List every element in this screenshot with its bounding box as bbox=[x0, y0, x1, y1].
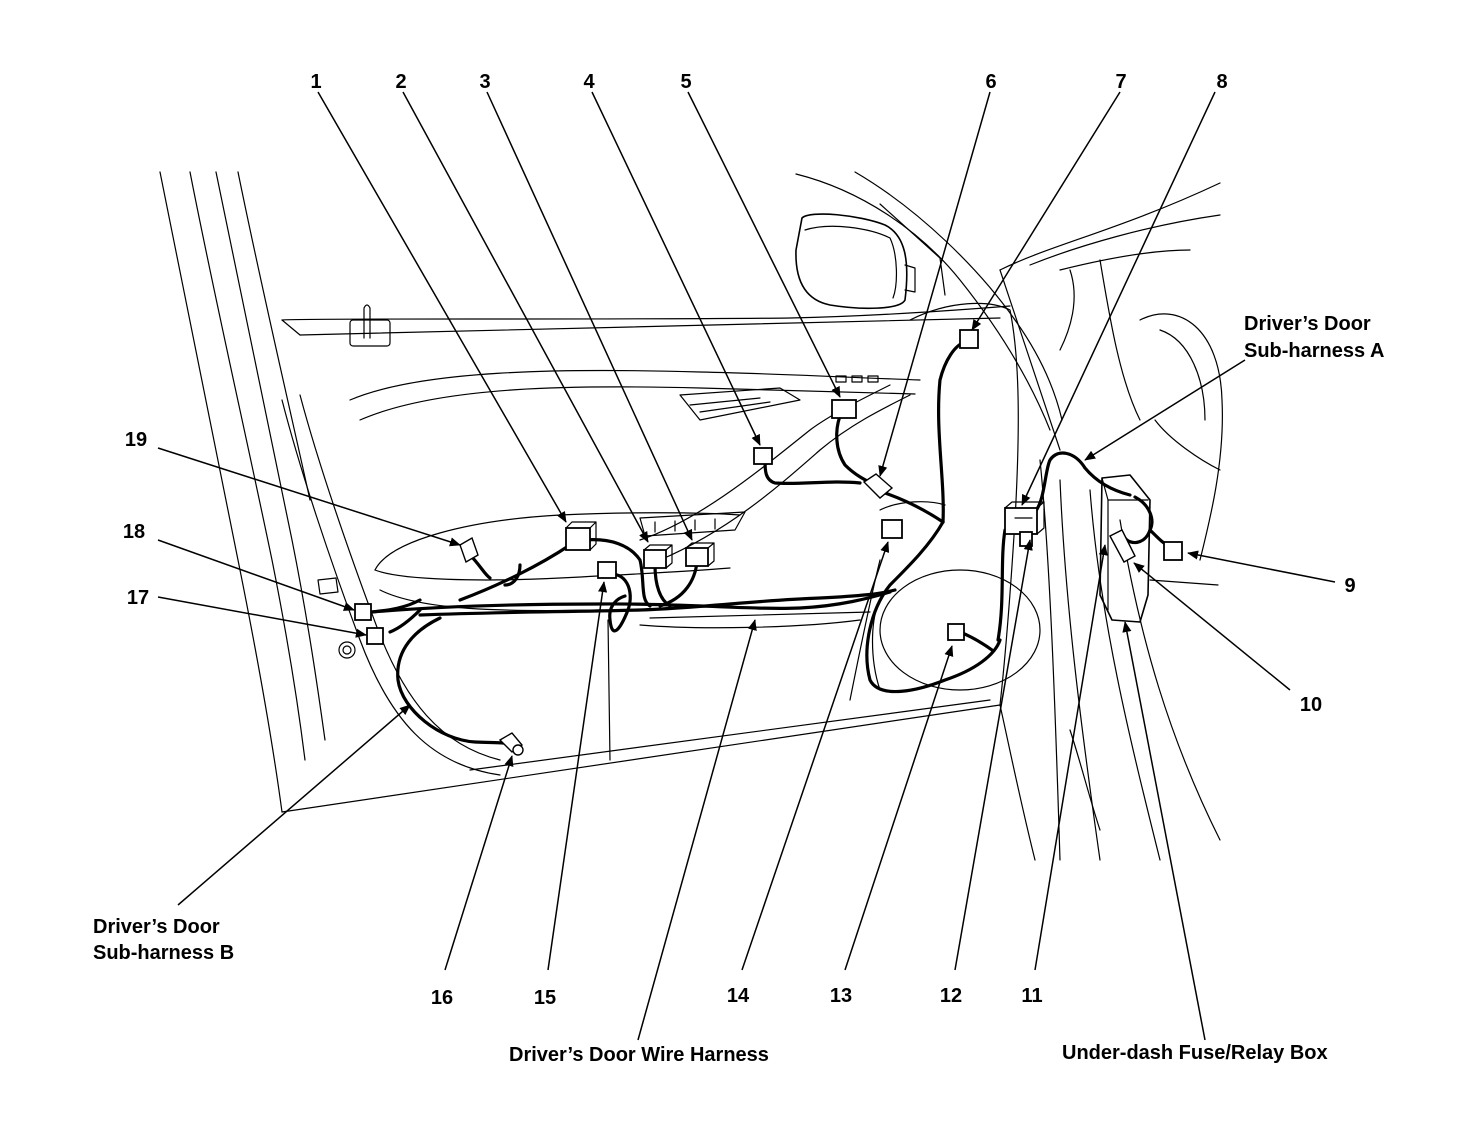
sub-harness-b-label-line1: Driver’s Door bbox=[93, 916, 220, 938]
leader-11 bbox=[1034, 544, 1108, 971]
callout-18: 18 bbox=[123, 521, 145, 543]
callout-12: 12 bbox=[940, 985, 962, 1007]
callout-2: 2 bbox=[395, 71, 406, 93]
leader-fuse-box bbox=[1122, 621, 1206, 1041]
leader-1 bbox=[317, 91, 567, 523]
leader-16 bbox=[444, 755, 514, 971]
callout-13: 13 bbox=[830, 985, 852, 1007]
callout-16: 16 bbox=[431, 987, 453, 1009]
connector-2 bbox=[643, 549, 667, 569]
leader-14 bbox=[741, 541, 890, 971]
callout-8: 8 bbox=[1216, 71, 1227, 93]
leader-2 bbox=[402, 91, 649, 543]
callout-17: 17 bbox=[127, 587, 149, 609]
callout-7: 7 bbox=[1115, 71, 1126, 93]
leader-18 bbox=[157, 539, 355, 611]
connector-15 bbox=[597, 561, 617, 579]
leader-door-harness bbox=[637, 619, 757, 1041]
connector-17 bbox=[366, 627, 384, 645]
connector-7 bbox=[959, 329, 979, 349]
connector-19 bbox=[459, 536, 479, 564]
fuse-relay-box-label: Under-dash Fuse/Relay Box bbox=[1062, 1042, 1328, 1064]
callout-3: 3 bbox=[479, 71, 490, 93]
leader-lines bbox=[157, 91, 1336, 1041]
leader-sub-a bbox=[1084, 359, 1246, 461]
leader-sub-b bbox=[177, 704, 411, 906]
connector-8 bbox=[1004, 507, 1038, 535]
connector-18 bbox=[354, 603, 372, 621]
leader-12 bbox=[954, 539, 1033, 971]
callout-6: 6 bbox=[985, 71, 996, 93]
sub-harness-a-label-line1: Driver’s Door bbox=[1244, 313, 1371, 335]
door-wire-harness-label: Driver’s Door Wire Harness bbox=[509, 1044, 769, 1066]
connector-6 bbox=[862, 473, 894, 499]
callout-4: 4 bbox=[583, 71, 595, 93]
connector-14 bbox=[881, 519, 903, 539]
callout-11: 11 bbox=[1021, 985, 1042, 1007]
leader-9 bbox=[1187, 550, 1336, 583]
connectors bbox=[354, 329, 1183, 756]
connector-3 bbox=[685, 547, 709, 567]
callout-14: 14 bbox=[727, 985, 750, 1007]
leader-6 bbox=[878, 91, 991, 477]
sub-harness-a-label-line2: Sub-harness A bbox=[1244, 340, 1384, 362]
connector-12 bbox=[1019, 531, 1033, 547]
leader-8 bbox=[1021, 91, 1216, 506]
door-outline bbox=[159, 171, 1041, 813]
connector-5 bbox=[831, 399, 857, 419]
callout-9: 9 bbox=[1344, 575, 1355, 597]
callout-5: 5 bbox=[680, 71, 691, 93]
sub-harness-b-label-line2: Sub-harness B bbox=[93, 942, 234, 964]
callout-1: 1 bbox=[310, 71, 321, 93]
callout-19: 19 bbox=[125, 429, 147, 451]
mirror-and-pillar bbox=[795, 171, 1223, 861]
callout-15: 15 bbox=[534, 987, 556, 1009]
callout-numbers: 1 2 3 4 5 6 7 8 9 10 11 12 13 14 15 16 1… bbox=[123, 71, 1356, 1009]
connector-9 bbox=[1163, 541, 1183, 561]
wire-harnesses bbox=[370, 340, 1172, 747]
leader-5 bbox=[687, 91, 841, 398]
leader-3 bbox=[486, 91, 693, 541]
leader-13 bbox=[844, 645, 954, 971]
connector-1 bbox=[565, 527, 591, 551]
connector-10 bbox=[1109, 529, 1136, 563]
connector-4 bbox=[753, 447, 773, 465]
leader-17 bbox=[157, 596, 367, 638]
connector-13 bbox=[947, 623, 965, 641]
leader-10 bbox=[1133, 562, 1291, 691]
text-labels: Driver’s Door Sub-harness A Driver’s Doo… bbox=[93, 313, 1384, 1066]
callout-10: 10 bbox=[1300, 694, 1322, 716]
leader-15 bbox=[547, 581, 608, 971]
leader-19 bbox=[157, 447, 461, 547]
leader-4 bbox=[591, 91, 761, 446]
leader-7 bbox=[971, 91, 1121, 331]
